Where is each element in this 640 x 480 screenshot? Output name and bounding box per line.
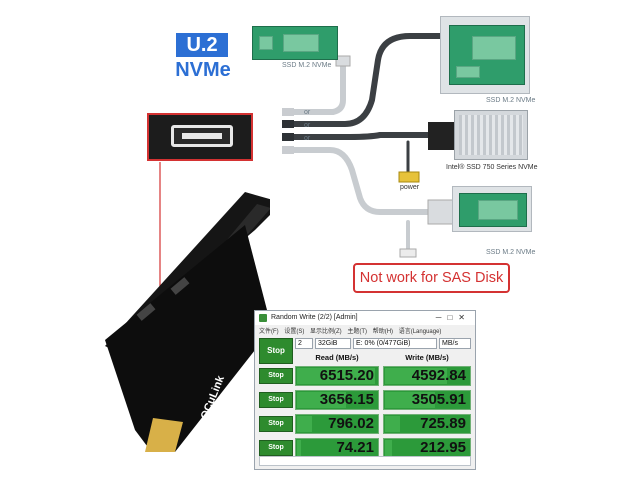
read-progress-bar [297, 392, 346, 408]
power-plug [398, 171, 420, 183]
write-value: 212.95 [420, 439, 466, 456]
write-header: Write (MB/s) [405, 353, 449, 362]
menu-theme[interactable]: 主题(T) [347, 329, 368, 335]
read-value-cell: 74.21 [295, 438, 379, 458]
oculink-port-icon [171, 125, 233, 147]
adapter-board-top-right [440, 16, 530, 94]
app-icon [259, 314, 267, 322]
read-progress-bar [297, 416, 312, 432]
row-stop-button[interactable]: Stop [259, 416, 293, 432]
count-select[interactable]: 2 [295, 338, 313, 349]
menu-help[interactable]: 帮助(H) [372, 329, 394, 335]
connector-head-3 [282, 133, 294, 141]
read-progress-bar [297, 368, 375, 384]
pcie-card: OCuLink [105, 192, 270, 452]
write-value-cell: 4592.84 [383, 366, 471, 386]
window-title-bar: Random Write (2/2) [Admin] ─□✕ [255, 311, 475, 325]
read-value: 6515.20 [319, 367, 374, 384]
light-cable-bottom [289, 147, 433, 215]
connector-head-4 [282, 146, 294, 154]
badge-u2: U.2 [176, 33, 228, 57]
main-stop-button[interactable]: Stop [259, 338, 293, 364]
read-header: Read (MB/s) [315, 353, 359, 362]
caption-ssd-bottom: SSD M.2 NVMe [486, 249, 536, 256]
connector-zoom-box [147, 113, 253, 161]
write-value: 3505.91 [411, 391, 466, 408]
read-value-cell: 3656.15 [295, 390, 379, 410]
dark-cable-intel [289, 132, 431, 140]
write-value-cell: 212.95 [383, 438, 471, 458]
write-value-cell: 725.89 [383, 414, 471, 434]
port-2 [170, 277, 190, 295]
u2-connector-intel [428, 122, 454, 150]
size-select[interactable]: 32GiB [315, 338, 351, 349]
connector-head-2 [282, 120, 294, 128]
caption-intel: Intel® SSD 750 Series NVMe [446, 164, 538, 171]
status-bar [259, 456, 471, 466]
menu-bar: 文件(F) 设置(S) 显示比例(Z) 主题(T) 帮助(H) 语言(Langu… [259, 326, 441, 335]
dark-cable-main [289, 33, 443, 127]
port-1 [136, 303, 156, 321]
read-value: 796.02 [328, 415, 374, 432]
menu-file[interactable]: 文件(F) [259, 329, 279, 335]
connector-head-1 [282, 108, 294, 116]
or-label-2: or [304, 122, 311, 129]
row-stop-button[interactable]: Stop [259, 440, 293, 456]
badge-nvme: NVMe [175, 59, 231, 81]
drive-select[interactable]: E: 0% (0/477GiB) [353, 338, 437, 349]
caption-adapter: SSD M.2 NVMe [486, 97, 536, 104]
power-plug-light [399, 248, 417, 258]
card-pcb [105, 225, 267, 452]
gold-fingers [145, 418, 183, 452]
adapter-board-bottom [452, 186, 532, 232]
write-progress-bar [385, 392, 435, 408]
menu-language[interactable]: 语言(Language) [398, 329, 442, 335]
window-controls[interactable]: ─□✕ [435, 313, 471, 322]
read-progress-bar [297, 440, 301, 456]
read-value: 3656.15 [319, 391, 374, 408]
read-value-cell: 796.02 [295, 414, 379, 434]
sas-warning-note: Not work for SAS Disk [353, 263, 510, 293]
write-value: 4592.84 [411, 367, 466, 384]
intel-ssd-750 [454, 110, 528, 160]
write-value: 725.89 [420, 415, 466, 432]
menu-zoom[interactable]: 显示比例(Z) [310, 329, 342, 335]
or-label-3: or [304, 135, 311, 142]
caption-ssd-top: SSD M.2 NVMe [282, 62, 332, 69]
u2-connector-top [335, 55, 351, 67]
product-badge: U.2 NVMe [175, 33, 231, 81]
or-label-1: or [304, 109, 311, 116]
window-title: Random Write (2/2) [Admin] [271, 314, 358, 321]
unit-select[interactable]: MB/s [439, 338, 471, 349]
write-value-cell: 3505.91 [383, 390, 471, 410]
read-value: 74.21 [336, 439, 374, 456]
write-progress-bar [385, 368, 447, 384]
menu-settings[interactable]: 设置(S) [284, 329, 305, 335]
row-stop-button[interactable]: Stop [259, 392, 293, 408]
write-progress-bar [385, 416, 400, 432]
write-progress-bar [385, 440, 392, 456]
read-value-cell: 6515.20 [295, 366, 379, 386]
u2-connector-bottom [427, 199, 455, 225]
benchmark-window: Random Write (2/2) [Admin] ─□✕ 文件(F) 设置(… [254, 310, 476, 470]
caption-power: power [400, 184, 420, 191]
light-cable-top [289, 59, 346, 115]
row-stop-button[interactable]: Stop [259, 368, 293, 384]
ssd-m2-top [252, 26, 338, 60]
